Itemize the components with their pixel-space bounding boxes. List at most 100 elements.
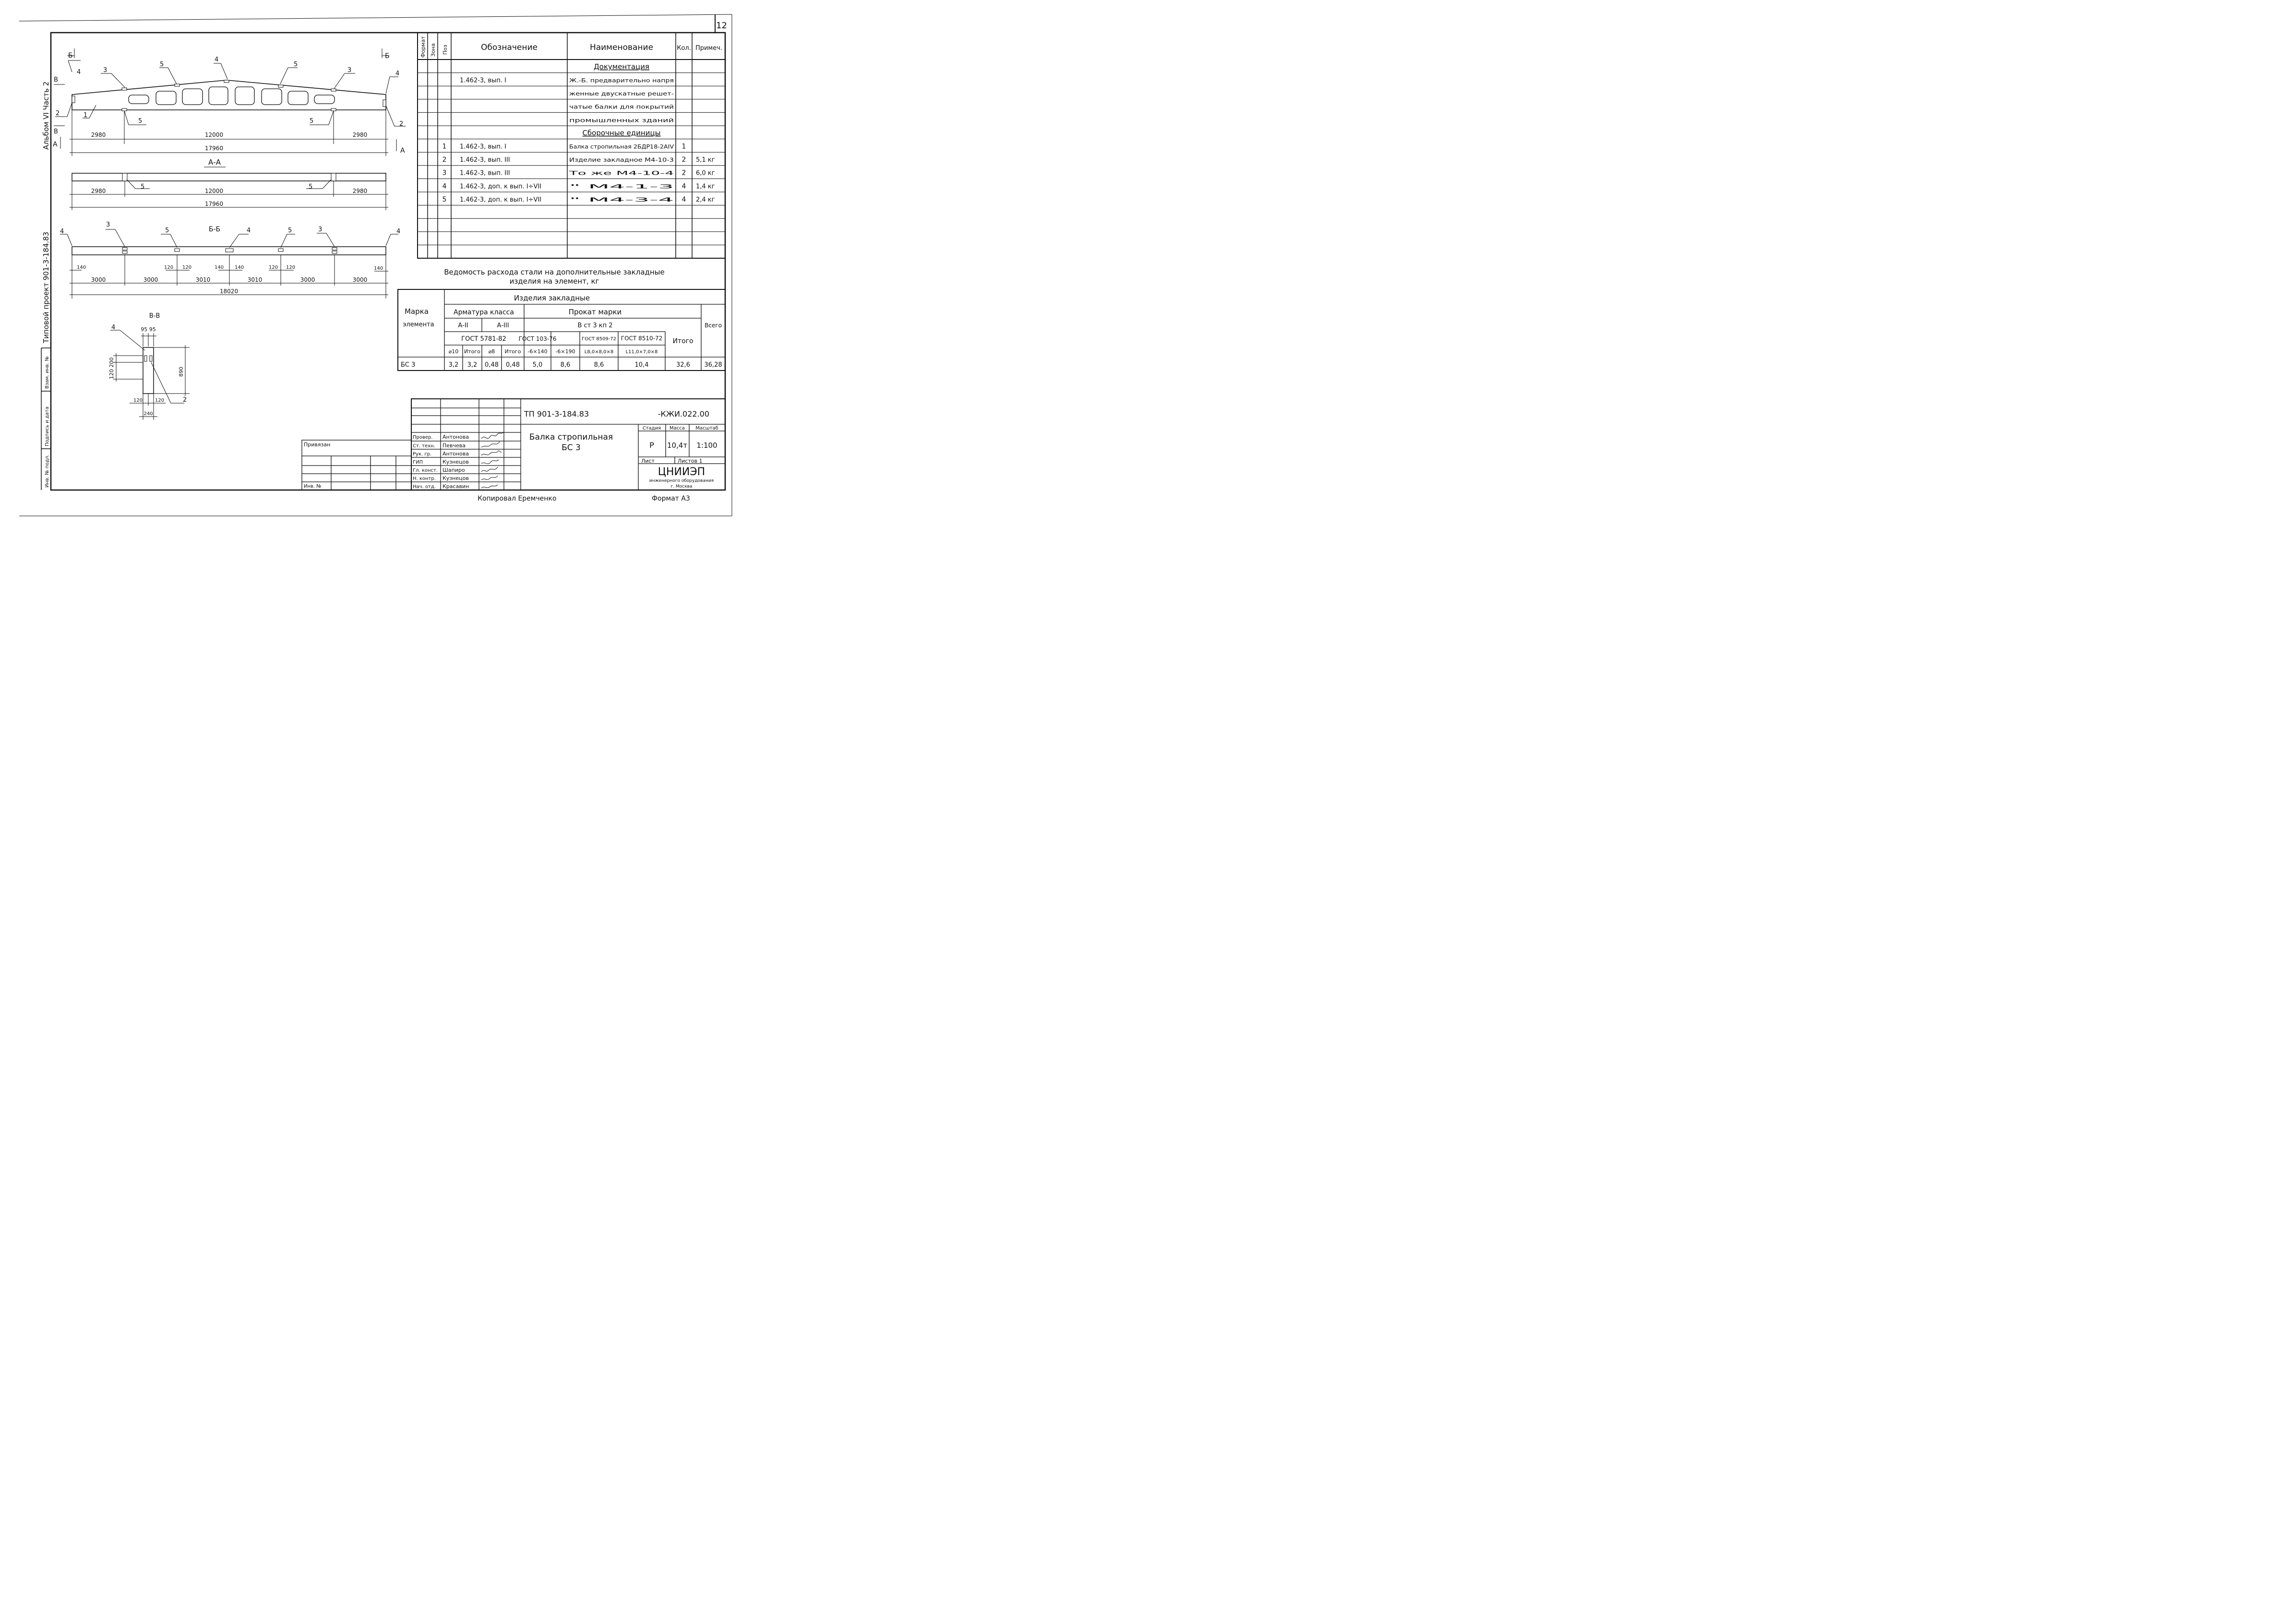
dim-2980-right: 2980 [353,188,368,194]
spec-pos: 2 [442,156,447,164]
spec-name: Изделие закладное М4-10-3 [569,156,674,163]
steel-subheader: -6×190 [555,348,575,355]
format-label: Формат А3 [652,495,690,502]
inv-label: Инв. № [304,484,322,489]
spec-designation: 1.462-3, вып. I [460,143,506,150]
spec-name: Балка стропильная 2БДР18-2АIV [569,143,674,150]
copied-by: Копировал Еремченко [478,495,556,502]
spec-name: чатые балки для покрытий [569,104,674,110]
callout-5: 5 [160,61,164,68]
drawing-title: Балка стропильная [529,432,613,442]
sheets-count: Листов 1 [678,458,703,464]
small-dim: 120 [182,265,191,270]
spec-pos: 5 [442,196,447,203]
drawing-mark: БС 3 [562,443,581,453]
staff-role: Ст. техн. [413,443,435,449]
dim-95-95: 95 95 [141,326,156,333]
scale-header: Масштаб [695,426,718,431]
steel-cell: 3,2 [449,361,459,369]
cut-mark-v-top: В [54,76,58,84]
steel-cell: БС 3 [401,361,415,369]
callout-5: 5 [138,118,142,125]
steel-header-itogo: Итого [672,337,693,345]
dim-3000: 3000 [300,276,315,283]
staff-role: Провер. [413,435,433,440]
callout-5: 5 [294,61,298,68]
steel-header-total: Всего [705,322,722,329]
dim-2980-right: 2980 [353,132,368,138]
side-album-label: Альбом VI Часть 2 [42,82,50,150]
spec-pos: 1 [442,143,447,150]
dim-120-200: 120 200 [108,358,115,380]
dim-3000: 3000 [91,276,106,283]
callout-2: 2 [399,120,403,128]
dim-890: 890 [178,367,184,377]
org-subtitle: инженерного оборудования [649,479,714,483]
steel-cell: 0,48 [485,361,499,369]
org-city: г. Москва [671,484,693,489]
specification-table: Формат Зона Поз Обозначение Наименование… [417,32,726,259]
steel-header-element: элемента [403,321,434,328]
side-cell-original: Инв. № подл. [45,455,50,488]
spec-qty: 2 [682,156,686,164]
spec-designation: 1.462-3, доп. к вып. I÷VII [460,196,541,203]
spec-designation: 1.462-3, доп. к вып. I÷VII [460,183,541,190]
title-block: ТП 901-3-184.83 -КЖИ.022.00 Балка стропи… [301,398,726,490]
cut-mark-a-right: А [400,147,405,155]
spec-header-note: Примеч. [695,45,722,52]
callout-5: 5 [309,183,312,191]
steel-cell: 3,2 [467,361,478,369]
section-bb-title: Б-Б [209,226,220,233]
staff-name: Красавин [442,483,469,490]
dim-total: 18020 [220,288,238,295]
spec-pos: 4 [442,182,447,190]
spec-designation: 1.462-3, вып. III [460,156,510,164]
dim-2980-left: 2980 [91,188,106,194]
spec-note: 5,1 кг [696,156,715,164]
callout-3: 3 [103,67,107,74]
callout-4: 4 [77,69,81,76]
sheet-number: 12 [716,21,727,31]
callout-3: 3 [347,67,351,74]
staff-name: Антонова [442,434,469,440]
scale-value: 1:100 [696,441,717,450]
staff-role: Н. контр. [413,476,436,481]
callout-2: 2 [183,396,187,404]
steel-cell: 36,28 [704,361,722,369]
steel-header-gost-a: ГОСТ 5781-82 [461,335,506,343]
mass-value: 10,4т [667,441,687,450]
spec-qty: 1 [682,143,686,150]
small-dim: 140 [215,265,224,270]
small-dim: 120 [164,265,173,270]
steel-cell: 8,6 [561,361,571,369]
callout-4: 4 [395,70,399,77]
spec-qty: 4 [682,182,686,190]
steel-header-items: Изделия закладные [514,294,590,302]
steel-header-vst: В ст 3 кп 2 [577,322,612,329]
spec-designation: 1.462-3, вып. I [460,77,506,84]
spec-section-heading: Документация [594,62,649,71]
callout-3: 3 [318,226,322,233]
steel-cell: 10,4 [635,361,649,369]
spec-qty: 4 [682,196,686,203]
stage-value: Р [649,441,654,450]
dim-3010: 3010 [196,276,211,283]
staff-name: Шапиро [442,467,465,473]
steel-subheader: L11,0×7,0×8 [626,349,658,355]
dim-240: 240 [144,411,153,417]
steel-statement: Ведомость расхода стали на дополнительны… [397,268,726,371]
drawing-sheet: 12 Альбом VI Часть 2 Типовой проект 901-… [19,14,732,516]
steel-subheader: -6×140 [527,348,547,355]
callout-4: 4 [247,227,251,234]
attached-label: Привязан [304,442,330,448]
dim-12000: 12000 [205,132,223,138]
steel-cell: 0,48 [506,361,520,369]
dim-120: 120 [133,398,143,403]
spec-header-name: Наименование [590,43,653,52]
steel-cell: 32,6 [676,361,690,369]
callout-5: 5 [310,118,313,125]
small-dim: 120 [269,265,278,270]
